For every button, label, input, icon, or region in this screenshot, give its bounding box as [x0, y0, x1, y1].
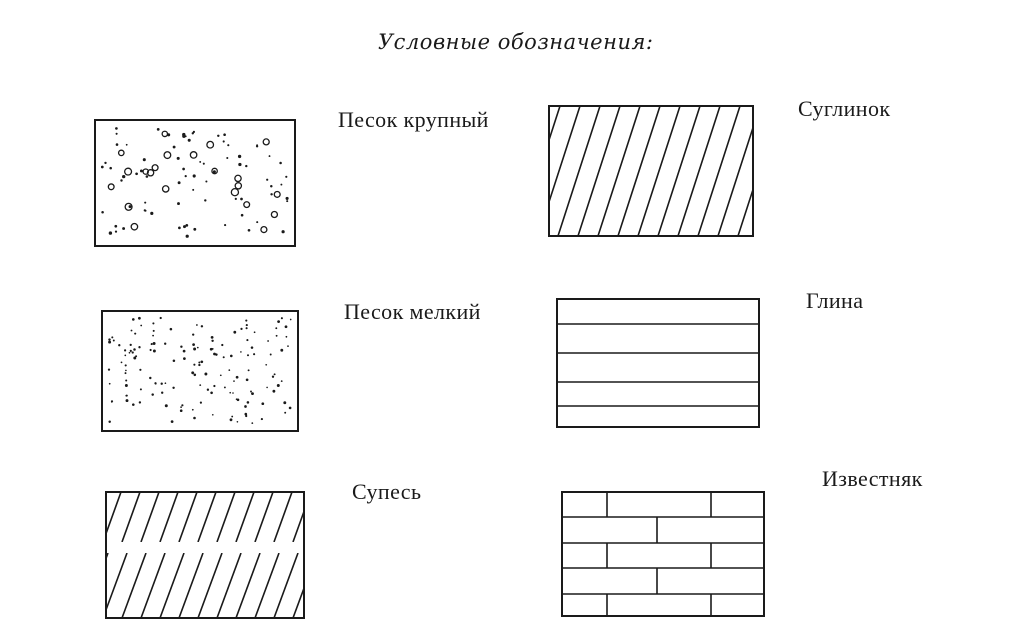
- swatch-horizontal-lines: [556, 298, 760, 428]
- swatch-coarse-sand: [94, 119, 296, 247]
- label-glina: Глина: [806, 288, 864, 313]
- label-supes: Супесь: [352, 479, 422, 504]
- swatch-diagonal-hatch: [548, 105, 754, 237]
- label-pesok-melkij: Песок мелкий: [344, 299, 481, 324]
- label-pesok-krupnyj: Песок крупный: [338, 107, 489, 132]
- swatch-split-diagonal-hatch: [105, 491, 305, 619]
- swatch-fine-sand: [101, 310, 299, 432]
- swatch-brick: [561, 491, 765, 617]
- label-suglinok: Суглинок: [798, 96, 891, 121]
- label-izvestnyak: Известняк: [822, 466, 923, 491]
- legend-title: Условные обозначения:: [378, 30, 654, 54]
